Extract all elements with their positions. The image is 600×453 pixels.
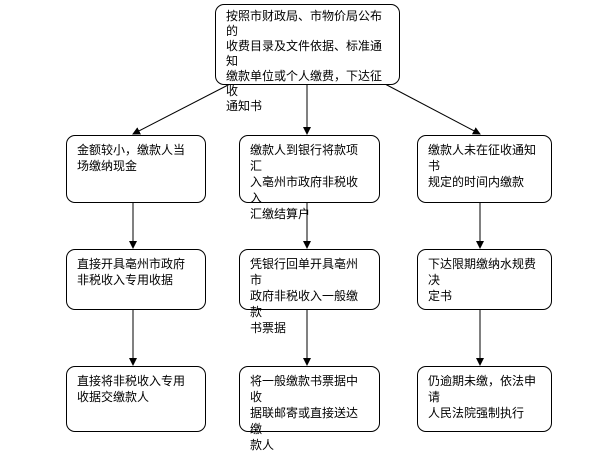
- col2-step2-issue-voucher: 凭银行回单开具亳州市 政府非税收入一般缴款 书票据: [239, 249, 380, 335]
- col3-step1-overdue: 缴款人未在征收通知书 规定的时间内缴款: [417, 135, 552, 203]
- col1-step2-issue-receipt: 直接开具亳州市政府 非税收入专用收据: [66, 249, 206, 310]
- arrow-top-to-col3: [384, 83, 481, 135]
- col3-step3-court-enforcement: 仍逾期未缴，依法申请 人民法院强制执行: [417, 366, 552, 432]
- col1-step1-pay-cash: 金额较小，缴款人当 场缴纳现金: [66, 135, 206, 203]
- arrow-top-to-col1: [132, 83, 231, 135]
- col1-step3-hand-receipt: 直接将非税收入专用 收据交缴款人: [66, 366, 206, 432]
- flowchart: 按照市财政局、市物价局公布的 收费目录及文件依据、标准通知 缴款单位或个人缴费，…: [66, 4, 552, 452]
- connector-layer: [129, 83, 484, 366]
- start-node-issue-notice: 按照市财政局、市物价局公布的 收费目录及文件依据、标准通知 缴款单位或个人缴费，…: [215, 4, 400, 113]
- col2-step3-deliver-voucher: 将一般缴款书票据中收 据联邮寄或直接送达缴 款人: [239, 366, 380, 452]
- col3-step2-deadline-notice: 下达限期缴纳水规费决 定书: [417, 249, 552, 310]
- col2-step1-bank-transfer: 缴款人到银行将款项汇 入亳州市政府非税收入 汇缴结算户: [239, 135, 380, 221]
